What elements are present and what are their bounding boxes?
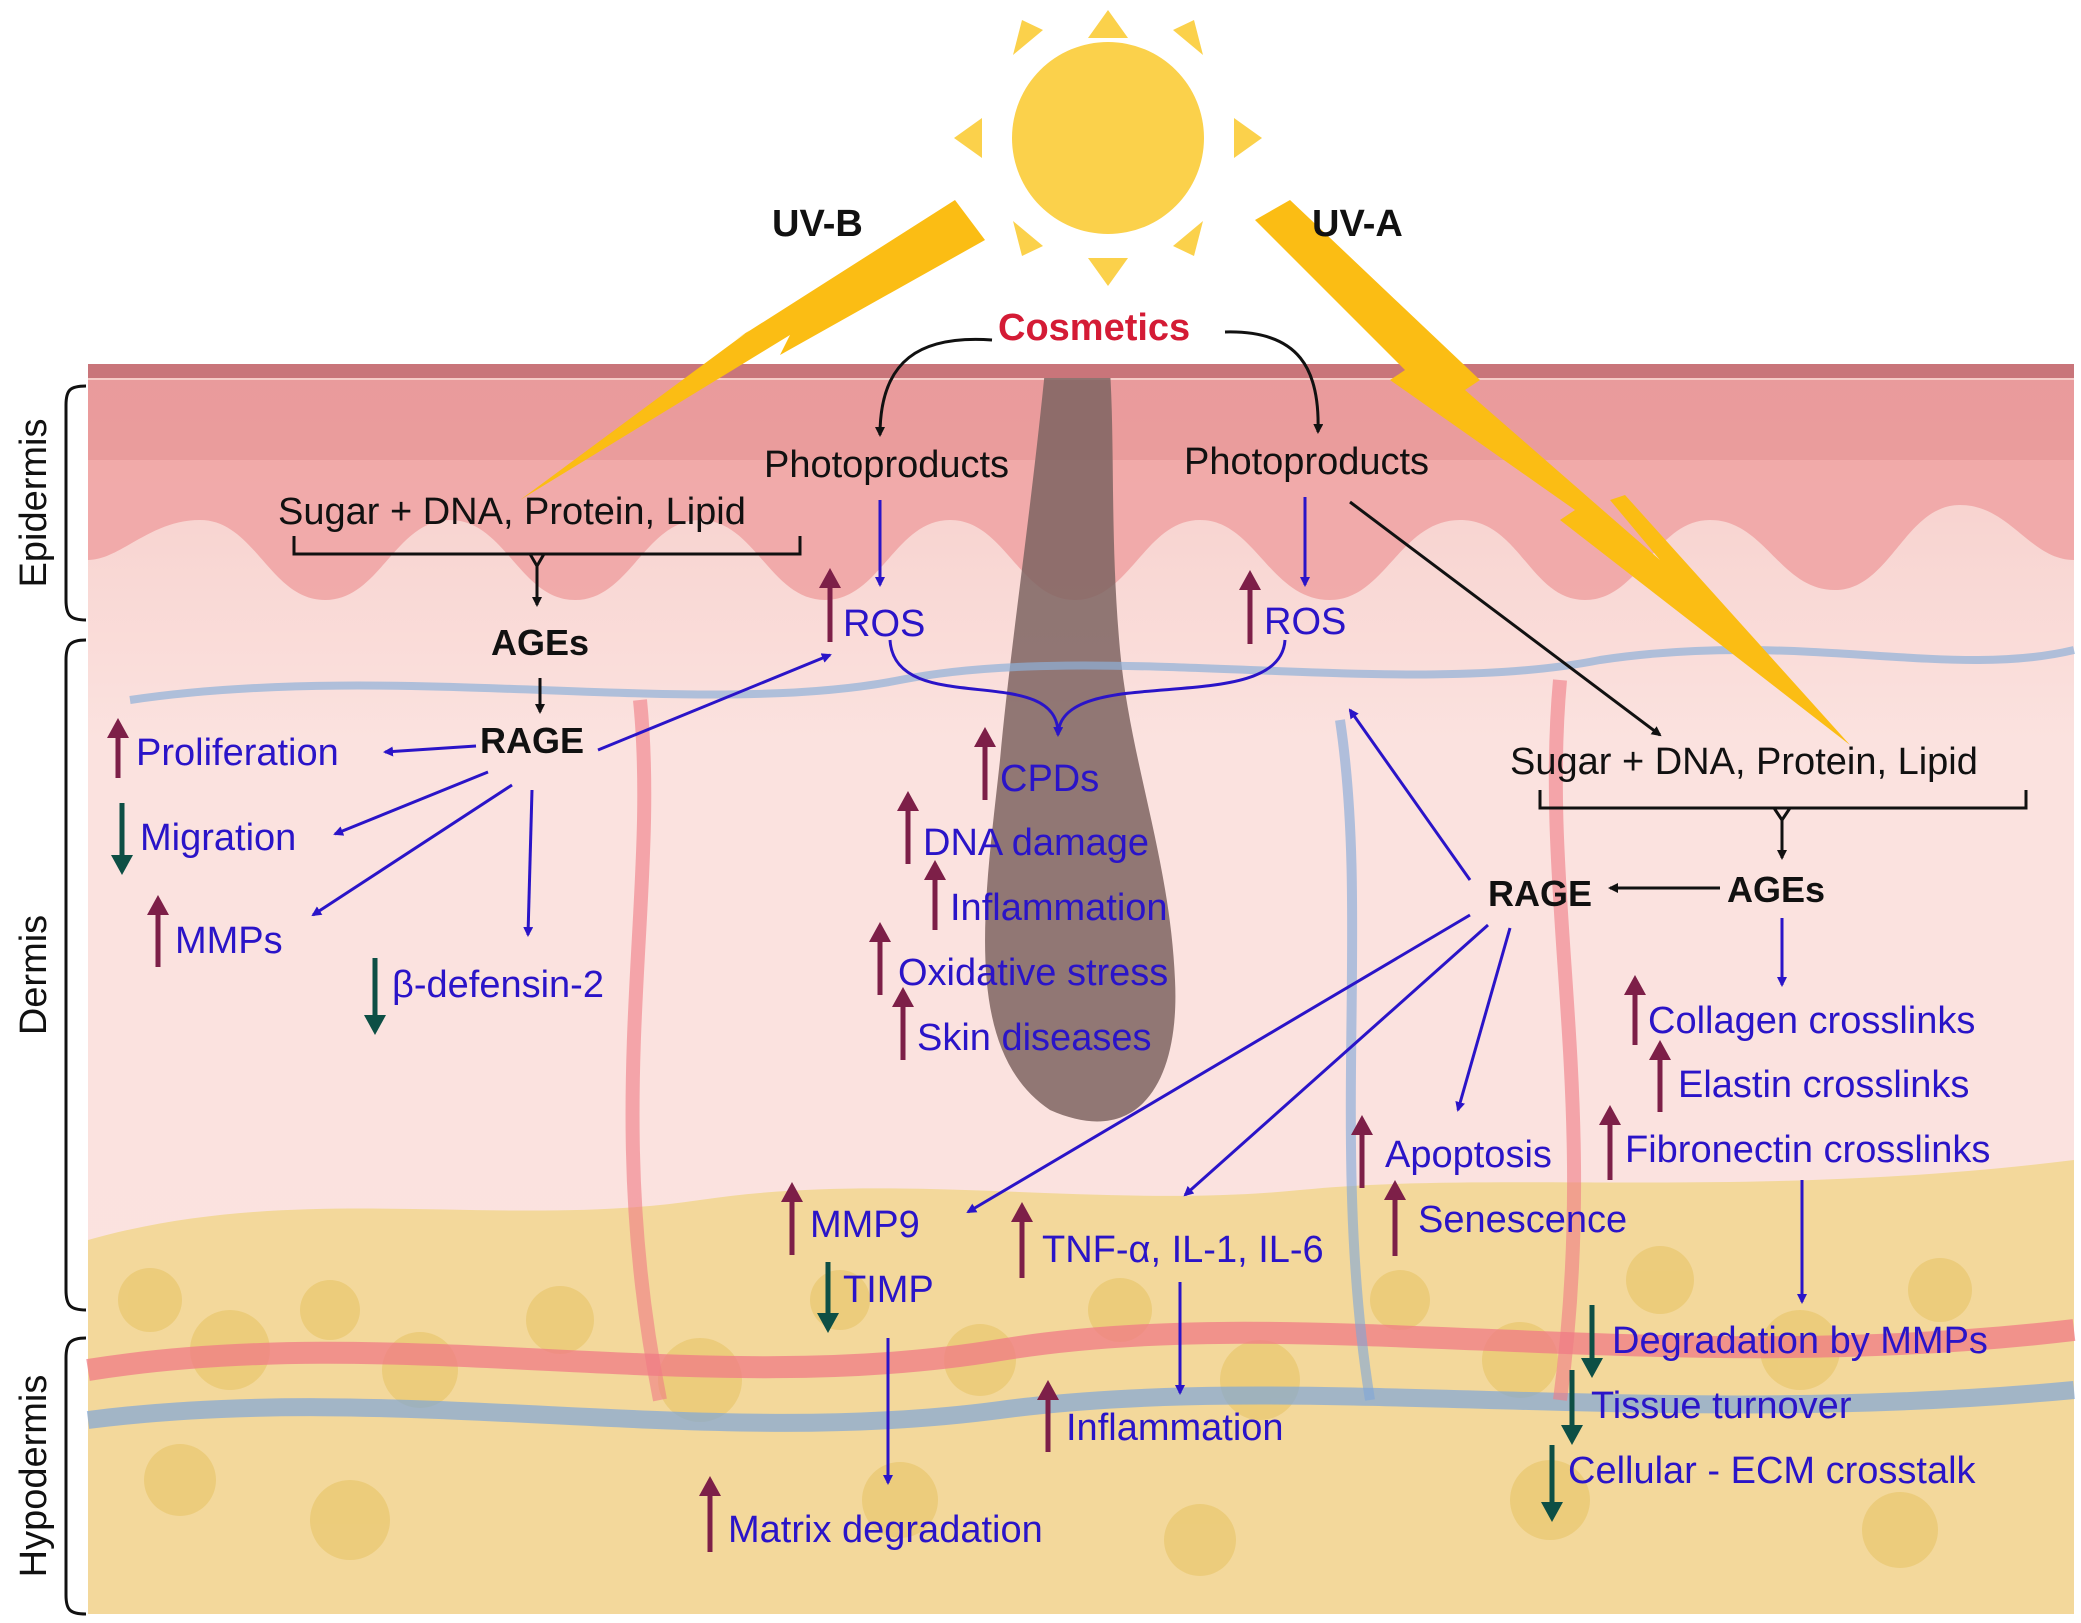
ages-right: AGEs	[1727, 869, 1825, 910]
proliferation: Proliferation	[136, 732, 339, 774]
inflammation-lower: Inflammation	[1066, 1407, 1284, 1449]
blood-vessel-blue	[86, 1381, 2075, 1432]
uv-a-label: UV-A	[1312, 203, 1403, 245]
matrix-degradation-increase-arrow-icon	[699, 1476, 721, 1552]
hypodermis-label: Hypodermis	[13, 1375, 55, 1578]
cosmetics-to-photoproducts-right	[1224, 330, 1324, 434]
rage-to-migration	[333, 770, 489, 836]
inflammation-center: Inflammation	[950, 887, 1168, 929]
elastin-crosslinks: Elastin crosslinks	[1678, 1064, 1969, 1106]
rage-to-mmps	[311, 783, 513, 917]
skin-illustration	[86, 364, 2076, 1614]
beta-defensin-2: β-defensin-2	[392, 964, 604, 1006]
ros-left: ROS	[843, 603, 925, 645]
hypodermis-bracket	[64, 1336, 87, 1616]
dermis-bracket	[64, 638, 87, 1312]
ros-left-to-cpds	[888, 639, 1064, 737]
photoproducts-left: Photoproducts	[764, 444, 1009, 486]
right-rage-to-cytokines	[1183, 923, 1489, 1197]
epidermis-bracket	[64, 384, 87, 622]
blood-vessel-vertical-1	[625, 699, 667, 1402]
cpds: CPDs	[1000, 758, 1099, 800]
photoproducts-right: Photoproducts	[1184, 441, 1429, 483]
apoptosis-increase-arrow-icon	[1351, 1115, 1373, 1188]
rage-to-beta-defensin	[523, 789, 534, 937]
right-rage-to-ros	[1348, 708, 1472, 881]
tissue-turnover-decrease-arrow-icon	[1561, 1370, 1583, 1445]
degradation-by-mmps: Degradation by MMPs	[1612, 1320, 1988, 1362]
cytokines: TNF-α, IL-1, IL-6	[1042, 1229, 1324, 1271]
beta-defensin-decrease-arrow-icon	[364, 958, 386, 1035]
reactants-right: Sugar + DNA, Protein, Lipid	[1510, 741, 1978, 783]
rage-to-proliferation	[383, 744, 477, 757]
right-photoproducts-to-reactants	[1349, 500, 1662, 737]
ages-left: AGEs	[491, 622, 589, 663]
cosmetics-to-photoproducts-left	[875, 337, 993, 437]
rage-right: RAGE	[1488, 873, 1592, 914]
tissue-turnover: Tissue turnover	[1591, 1385, 1852, 1427]
cellular-ecm-decrease-arrow-icon	[1541, 1445, 1563, 1522]
mmp9: MMP9	[810, 1204, 920, 1246]
blood-vessel-vertical-3	[1335, 719, 1375, 1401]
ros-left-increase-arrow-icon	[819, 568, 841, 642]
skin-surface	[88, 364, 2074, 378]
matrix-degradation: Matrix degradation	[728, 1509, 1043, 1551]
uv-b-lightning-bolt-icon	[520, 200, 985, 500]
mmp9-increase-arrow-icon	[781, 1182, 803, 1255]
apoptosis: Apoptosis	[1385, 1134, 1552, 1176]
blood-vessel-upper	[129, 646, 2075, 704]
blood-vessel-vertical-2	[1548, 679, 1582, 1401]
elastin-increase-arrow-icon	[1649, 1040, 1671, 1112]
skin-diseases-increase-arrow-icon	[892, 987, 914, 1060]
mmps: MMPs	[175, 920, 283, 962]
black-connectors	[292, 330, 2028, 893]
degradation-mmps-decrease-arrow-icon	[1581, 1305, 1603, 1378]
dna-damage-increase-arrow-icon	[897, 791, 919, 864]
cytokines-increase-arrow-icon	[1011, 1202, 1033, 1278]
rage-left: RAGE	[480, 720, 584, 761]
rage-to-ros-left	[597, 653, 832, 752]
dna-damage: DNA damage	[923, 822, 1149, 864]
right-reactants-bracket	[1538, 790, 2028, 810]
migration: Migration	[140, 817, 296, 859]
migration-decrease-arrow-icon	[111, 803, 133, 875]
dermis-label: Dermis	[13, 915, 55, 1035]
blood-vessel-red	[86, 1319, 2076, 1381]
epidermis-label: Epidermis	[13, 419, 55, 588]
senescence-increase-arrow-icon	[1384, 1180, 1406, 1256]
oxidative-stress-increase-arrow-icon	[869, 922, 891, 995]
right-rage-to-apoptosis	[1455, 927, 1512, 1112]
skin-diseases: Skin diseases	[917, 1017, 1151, 1059]
collagen-increase-arrow-icon	[1624, 975, 1646, 1045]
fibronectin-crosslinks: Fibronectin crosslinks	[1625, 1129, 1990, 1171]
proliferation-increase-arrow-icon	[107, 718, 129, 778]
timp: TIMP	[843, 1269, 934, 1311]
layer-brackets	[64, 384, 87, 1616]
timp-decrease-arrow-icon	[817, 1262, 839, 1333]
inflammation-lower-increase-arrow-icon	[1037, 1380, 1059, 1452]
ros-right-increase-arrow-icon	[1239, 570, 1261, 644]
uv-b-label: UV-B	[772, 203, 863, 245]
blue-connectors	[311, 497, 1807, 1485]
oxidative-stress: Oxidative stress	[898, 952, 1168, 994]
ros-right: ROS	[1264, 601, 1346, 643]
collagen-crosslinks: Collagen crosslinks	[1648, 1000, 1975, 1042]
inflammation-center-increase-arrow-icon	[924, 860, 946, 930]
cosmetics-label: Cosmetics	[998, 307, 1190, 349]
sun-icon	[954, 10, 1262, 286]
reactants-left: Sugar + DNA, Protein, Lipid	[278, 491, 746, 533]
senescence: Senescence	[1418, 1199, 1627, 1241]
left-reactants-bracket	[292, 536, 802, 556]
change-indicators	[107, 568, 1671, 1552]
mmps-increase-arrow-icon	[147, 895, 169, 967]
fibronectin-increase-arrow-icon	[1599, 1105, 1621, 1180]
ros-right-to-cpds	[1056, 639, 1287, 736]
cellular-ecm-crosstalk: Cellular - ECM crosstalk	[1568, 1450, 1977, 1492]
hair-follicle	[985, 370, 1176, 1122]
uv-a-lightning-bolt-icon	[1255, 200, 1850, 745]
right-rage-to-mmp9	[966, 913, 1471, 1214]
cpds-increase-arrow-icon	[974, 727, 996, 800]
